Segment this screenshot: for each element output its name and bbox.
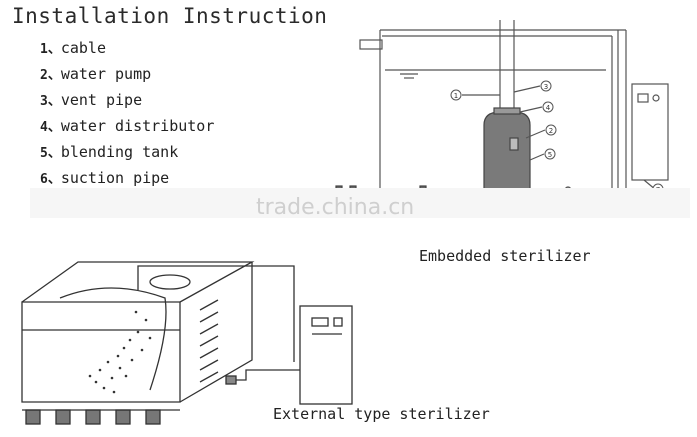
legend-number: 2、 <box>40 68 61 83</box>
manhole <box>149 274 191 290</box>
legend-number: 3、 <box>40 94 61 109</box>
leader-5 <box>529 153 545 161</box>
external-cabinet-button <box>333 317 343 327</box>
legend-item: 6、suction pipe <box>40 168 214 194</box>
inlet-pipe <box>359 39 383 50</box>
tank-side <box>179 262 253 403</box>
cutaway-curve <box>59 287 167 391</box>
legend-number: 6、 <box>40 172 61 187</box>
blur-band <box>30 188 690 218</box>
legend-item: 2、water pump <box>40 64 214 90</box>
legend-item: 5、blending tank <box>40 142 214 168</box>
legend-label: suction pipe <box>60 169 170 187</box>
external-caption: External type sterilizer <box>273 405 490 423</box>
title: Installation Instruction <box>12 4 328 28</box>
sterilizer-window <box>509 137 519 151</box>
external-top-pipe <box>137 265 295 362</box>
legend-label: water distributor <box>60 117 215 135</box>
legend-item: 3、vent pipe <box>40 90 214 116</box>
legend-number: 1、 <box>40 42 61 57</box>
tank-feet <box>25 409 161 425</box>
leader-3 <box>513 85 541 93</box>
cabinet-knob <box>652 94 660 102</box>
legend-number: 4、 <box>40 120 61 135</box>
external-cabinet-display <box>311 317 329 327</box>
legend-label: water pump <box>60 65 152 83</box>
legend-label: cable <box>60 39 106 57</box>
legend-list: 1、cable 2、water pump 3、vent pipe 4、water… <box>40 38 214 194</box>
marker-label: 2 <box>549 127 553 135</box>
legend-number: 5、 <box>40 146 61 161</box>
tank-front <box>21 301 181 403</box>
side-fins <box>199 299 219 383</box>
legend-label: vent pipe <box>60 91 143 109</box>
embedded-sterilizer-diagram <box>335 20 669 200</box>
pump <box>225 375 237 385</box>
cabinet-display <box>637 93 649 103</box>
external-sterilizer-diagram <box>21 261 353 425</box>
marker-circles <box>450 80 664 195</box>
leader-2 <box>525 129 546 139</box>
external-control-cabinet <box>299 305 353 405</box>
bubbles <box>88 310 152 394</box>
water-distributor <box>493 107 521 115</box>
watermark: trade.china.cn <box>256 195 415 220</box>
legend-label: blending tank <box>60 143 179 161</box>
external-bottom-pipe <box>228 369 300 381</box>
tank-top-face <box>21 261 255 303</box>
legend-item: 4、water distributor <box>40 116 214 142</box>
legend-item: 1、cable <box>40 38 214 64</box>
leader-4 <box>519 106 543 113</box>
marker-label: 4 <box>546 104 551 112</box>
embedded-caption: Embedded sterilizer <box>419 247 591 265</box>
marker-label: 1 <box>454 92 458 100</box>
marker-label: 3 <box>544 83 548 91</box>
marker-label: 5 <box>548 151 552 159</box>
sterilizer-cylinder <box>483 111 531 196</box>
